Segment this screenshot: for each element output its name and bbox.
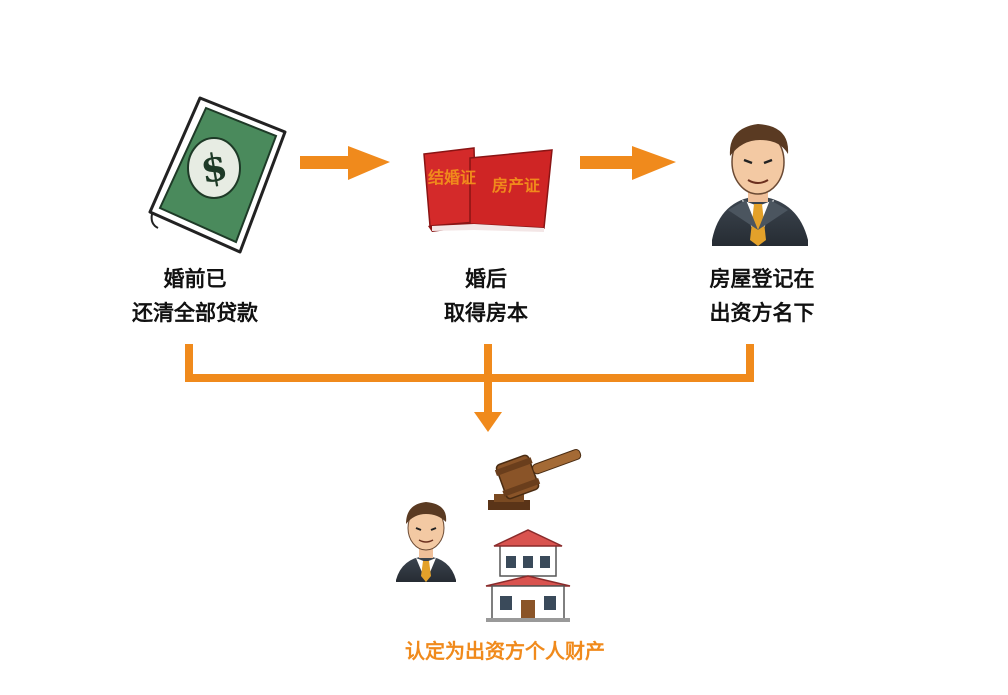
connector (185, 344, 754, 432)
step-2-line-1: 婚后 (465, 267, 507, 291)
arrow-1 (300, 146, 390, 180)
step-1-label: 婚前已 还清全部贷款 (85, 262, 305, 330)
conclusion-text: 认定为出资方个人财产 (405, 639, 605, 663)
dollar-bill-icon: $ (148, 96, 287, 254)
step-3-line-2: 出资方名下 (709, 301, 815, 325)
step-3-label: 房屋登记在 出资方名下 (652, 262, 872, 330)
step-3-line-1: 房屋登记在 (709, 267, 815, 291)
judge-gavel-icon (488, 449, 582, 510)
property-certificate-label: 房产证 (492, 176, 540, 195)
step-1-line-2: 还清全部贷款 (132, 301, 258, 325)
house-icon (485, 529, 571, 622)
arrow-2 (580, 146, 676, 180)
small-businessman-icon (396, 502, 456, 582)
step-2-line-2: 取得房本 (444, 301, 528, 325)
step-2-label: 婚后 取得房本 (376, 262, 596, 330)
marriage-certificate-label: 结婚证 (427, 168, 476, 187)
red-certificate-books-icon: 结婚证 房产证 (423, 147, 553, 232)
step-1-line-1: 婚前已 (163, 267, 227, 291)
businessman-icon (712, 124, 808, 246)
